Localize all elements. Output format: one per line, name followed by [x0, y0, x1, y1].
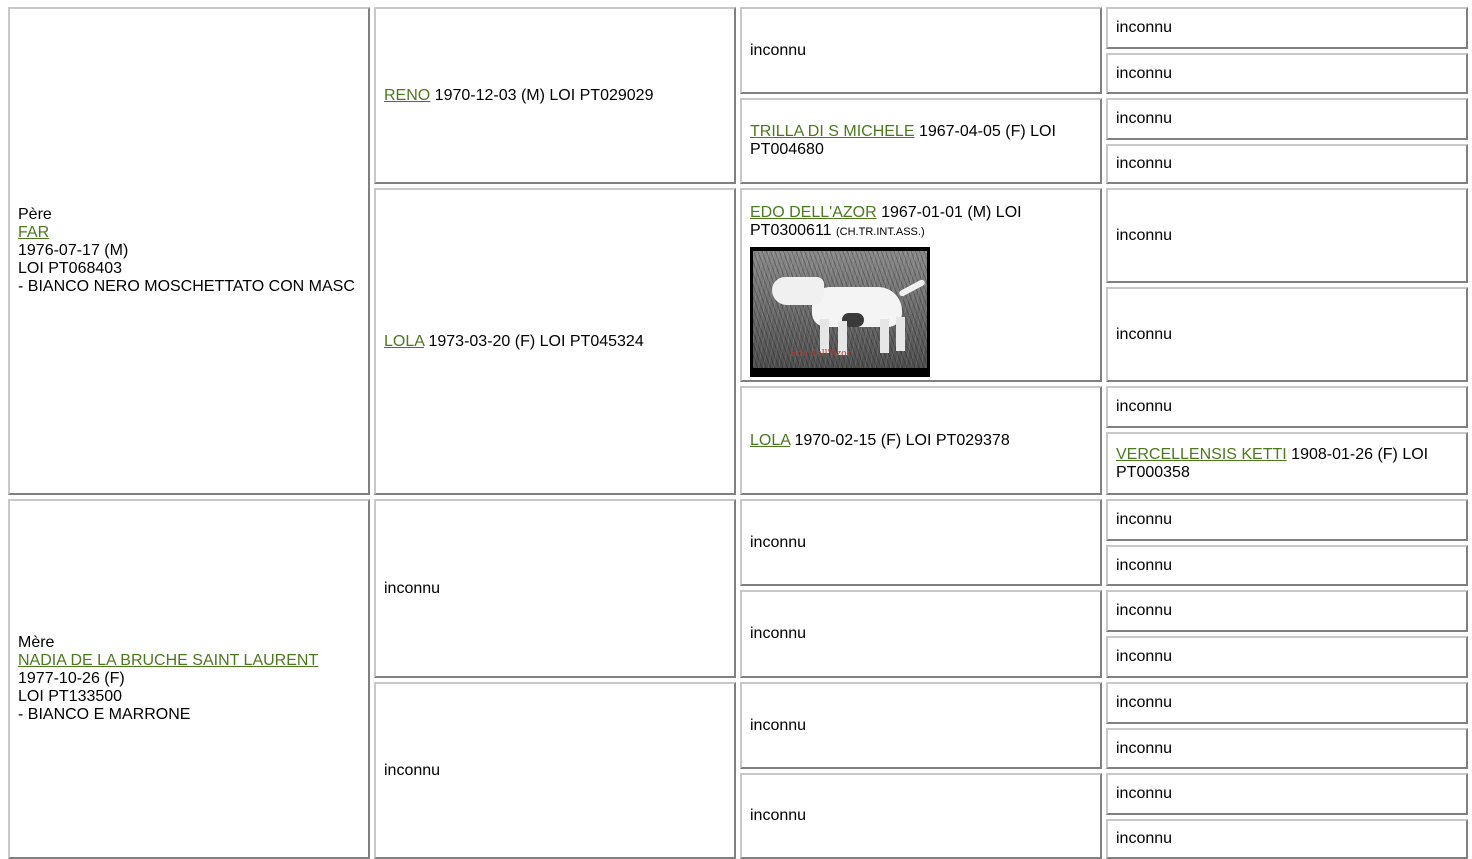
gen4-2-unknown: inconnu: [1116, 64, 1173, 82]
gen3-cell-7: inconnu: [740, 682, 1102, 769]
gen3-7-unknown: inconnu: [750, 716, 807, 734]
dog-head-shape: [772, 277, 824, 305]
dam-date: 1977-10-26 (F): [18, 670, 125, 687]
gen4-11-unknown: inconnu: [1116, 602, 1173, 619]
photo-caption: Edo dell'Azor: [790, 349, 851, 359]
sire-cell: Père FAR 1976-07-17 (M) LOI PT068403 - B…: [8, 7, 370, 495]
ketti-name-link[interactable]: VERCELLENSIS KETTI: [1116, 445, 1287, 463]
sire-sire-info: 1970-12-03 (M) LOI PT029029: [430, 86, 654, 104]
gen4-cell-1: inconnu: [1106, 7, 1468, 49]
gen4-cell-4: inconnu: [1106, 144, 1468, 184]
dam-sire-unknown: inconnu: [384, 579, 441, 597]
dam-sire-cell: inconnu: [374, 499, 736, 678]
edo-title: (CH.TR.INT.ASS.): [836, 226, 925, 238]
gen3-1-unknown: inconnu: [750, 41, 807, 59]
gen4-cell-3: inconnu: [1106, 98, 1468, 140]
gen4-10-unknown: inconnu: [1116, 556, 1173, 574]
gen3-cell-8: inconnu: [740, 773, 1102, 859]
gen3-cell-5: inconnu: [740, 499, 1102, 586]
edo-photo: Edo dell'Azor: [750, 247, 930, 377]
ketti-info: 1908-01-26 (F) LOI PT000358: [1116, 445, 1429, 481]
sire-date: 1976-07-17 (M): [18, 242, 129, 259]
dam-name-link[interactable]: NADIA DE LA BRUCHE SAINT LAURENT: [18, 652, 319, 669]
dam-dam-unknown: inconnu: [384, 761, 441, 779]
gen3-5-unknown: inconnu: [750, 533, 807, 551]
dam-color: - BIANCO E MARRONE: [18, 706, 191, 723]
gen4-cell-6: inconnu: [1106, 287, 1468, 382]
gen4-cell-16: inconnu: [1106, 819, 1468, 859]
gen4-13-unknown: inconnu: [1116, 694, 1173, 711]
gen3-cell-6: inconnu: [740, 590, 1102, 678]
gen4-cell-14: inconnu: [1106, 728, 1468, 769]
gen4-cell-2: inconnu: [1106, 53, 1468, 94]
gen4-cell-11: inconnu: [1106, 590, 1468, 632]
sire-role: Père: [18, 206, 52, 223]
gen4-12-unknown: inconnu: [1116, 648, 1173, 665]
dam-cell: Mère NADIA DE LA BRUCHE SAINT LAURENT 19…: [8, 499, 370, 859]
gen4-cell-10: inconnu: [1106, 545, 1468, 586]
gen3-cell-4: LOLA 1970-02-15 (F) LOI PT029378: [740, 386, 1102, 495]
trilla-info: 1967-04-05 (F) LOI PT004680: [750, 123, 1056, 158]
gen3-8-unknown: inconnu: [750, 807, 807, 824]
dam-registration: LOI PT133500: [18, 688, 123, 705]
sire-name-link[interactable]: FAR: [18, 224, 50, 241]
sire-sire-cell: RENO 1970-12-03 (M) LOI PT029029: [374, 7, 736, 184]
gen4-5-unknown: inconnu: [1116, 226, 1173, 244]
gen4-7-unknown: inconnu: [1116, 398, 1173, 415]
lola-1970-name-link[interactable]: LOLA: [750, 431, 791, 449]
dam-role: Mère: [18, 634, 55, 651]
gen4-cell-12: inconnu: [1106, 636, 1468, 678]
sire-dam-name-link[interactable]: LOLA: [384, 332, 425, 350]
gen4-6-unknown: inconnu: [1116, 325, 1173, 343]
gen4-14-unknown: inconnu: [1116, 739, 1173, 757]
gen4-1-unknown: inconnu: [1116, 19, 1173, 36]
gen4-16-unknown: inconnu: [1116, 830, 1173, 847]
gen4-cell-15: inconnu: [1106, 773, 1468, 815]
sire-sire-name-link[interactable]: RENO: [384, 86, 431, 104]
gen3-6-unknown: inconnu: [750, 625, 807, 642]
sire-registration: LOI PT068403: [18, 260, 123, 277]
edo-name-link[interactable]: EDO DELL'AZOR: [750, 204, 877, 221]
gen4-cell-5: inconnu: [1106, 188, 1468, 283]
sire-color: - BIANCO NERO MOSCHETTATO CON MASC: [18, 278, 355, 295]
dam-dam-cell: inconnu: [374, 682, 736, 859]
lola-1970-info: 1970-02-15 (F) LOI PT029378: [790, 431, 1010, 449]
trilla-name-link[interactable]: TRILLA DI S MICHELE: [750, 123, 915, 140]
gen4-cell-8: VERCELLENSIS KETTI 1908-01-26 (F) LOI PT…: [1106, 432, 1468, 495]
sire-dam-cell: LOLA 1973-03-20 (F) LOI PT045324: [374, 188, 736, 495]
gen4-cell-7: inconnu: [1106, 386, 1468, 428]
gen4-cell-13: inconnu: [1106, 682, 1468, 724]
gen3-cell-1: inconnu: [740, 7, 1102, 94]
gen3-cell-2: TRILLA DI S MICHELE 1967-04-05 (F) LOI P…: [740, 98, 1102, 184]
gen4-cell-9: inconnu: [1106, 499, 1468, 541]
edo-info: 1967-01-01 (M) LOI PT0300611: [750, 204, 1022, 239]
sire-dam-info: 1973-03-20 (F) LOI PT045324: [424, 332, 644, 350]
gen3-cell-3: EDO DELL'AZOR 1967-01-01 (M) LOI PT03006…: [740, 188, 1102, 382]
gen4-15-unknown: inconnu: [1116, 785, 1173, 802]
gen4-4-unknown: inconnu: [1116, 155, 1173, 172]
gen4-3-unknown: inconnu: [1116, 110, 1173, 127]
gen4-9-unknown: inconnu: [1116, 511, 1173, 528]
